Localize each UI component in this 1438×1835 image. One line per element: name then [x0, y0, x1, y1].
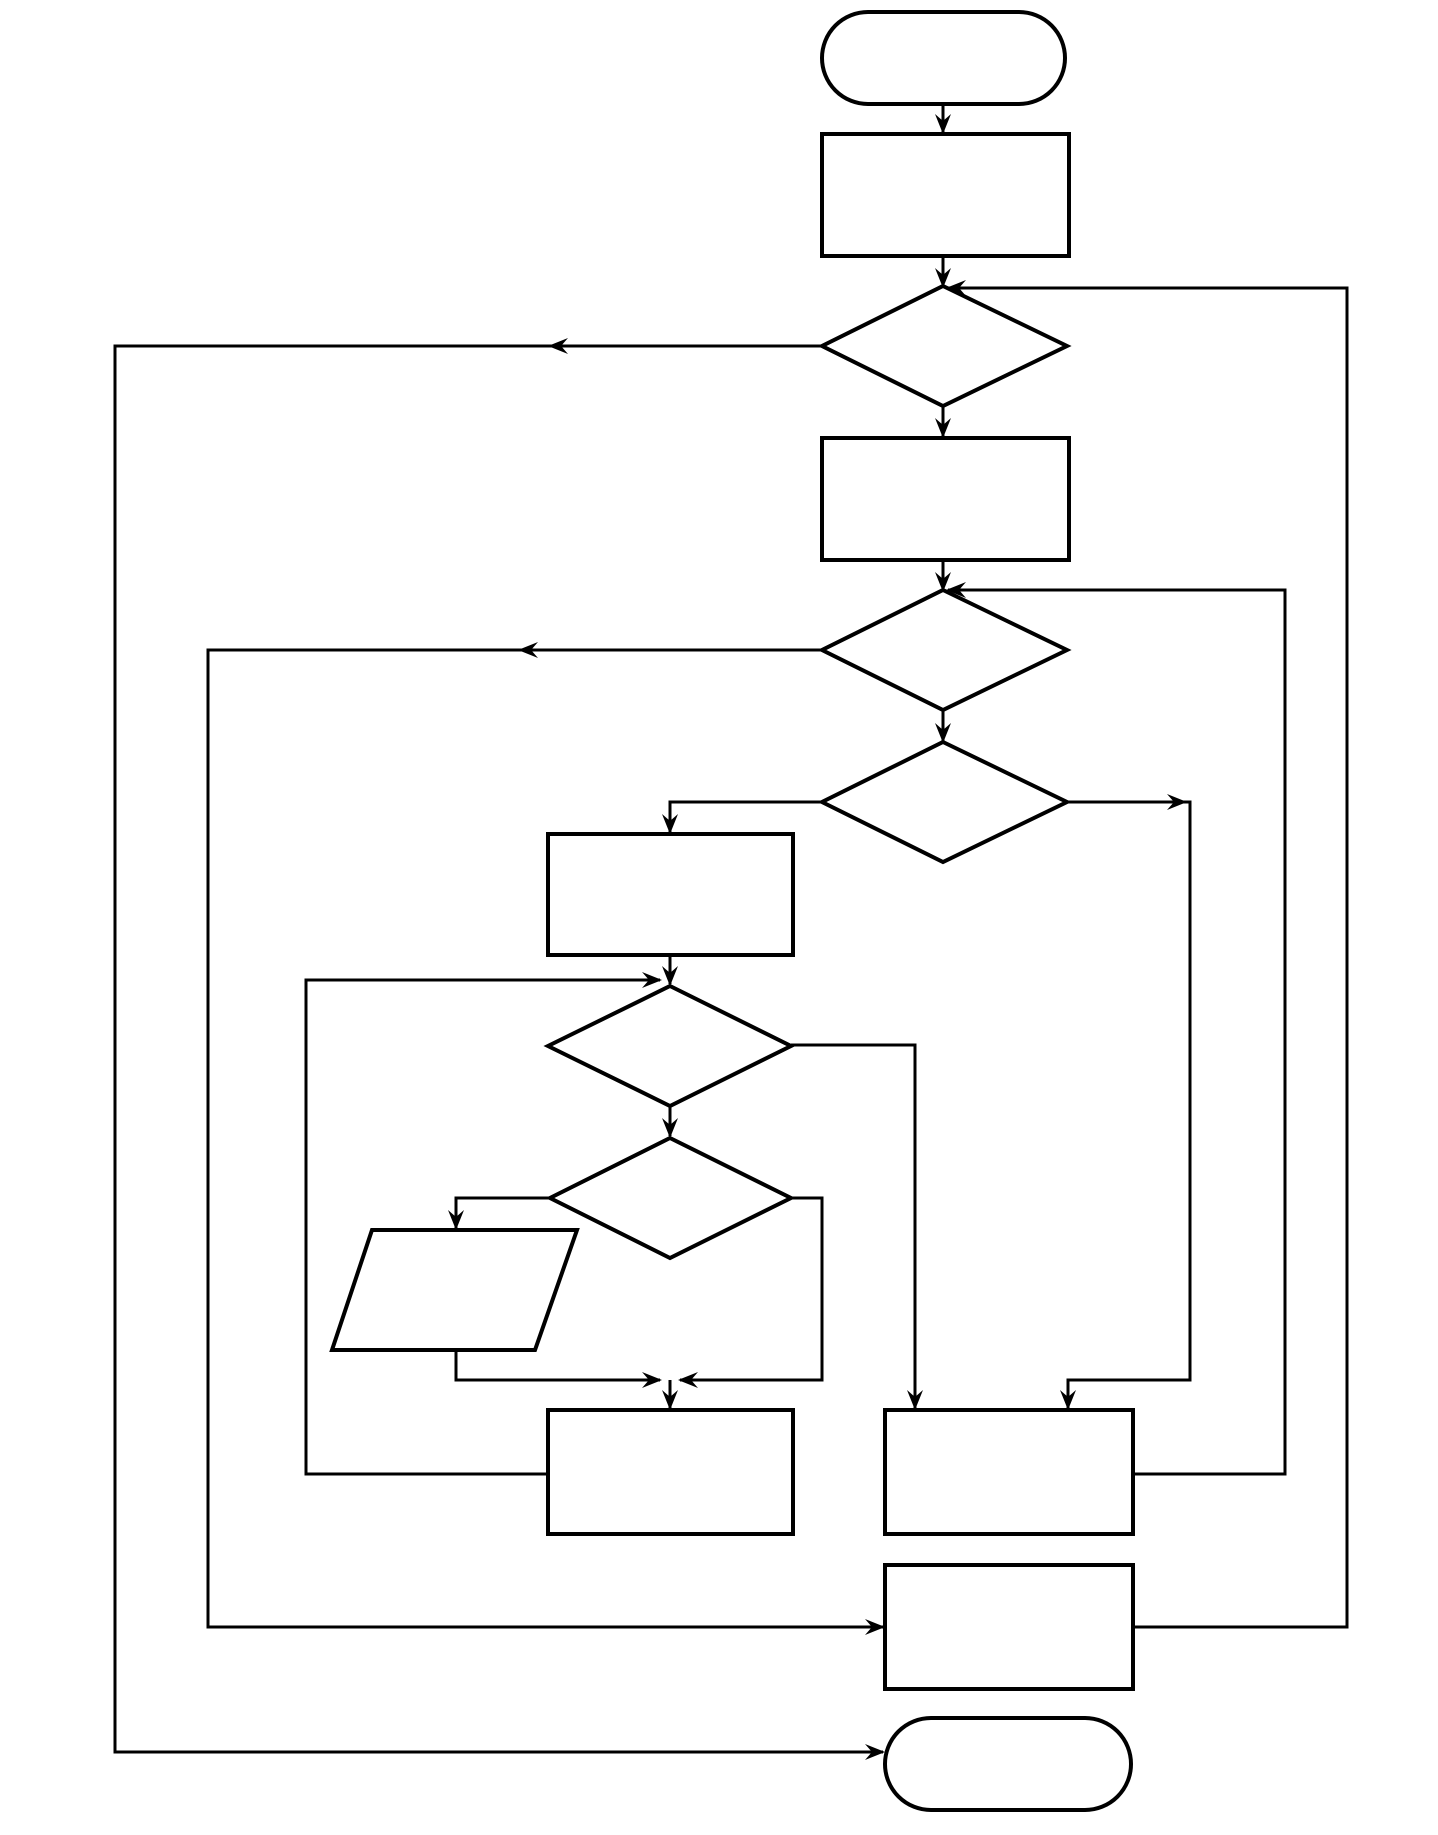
edge-decision-2-to-process-6 — [206, 648, 885, 1635]
edge-process-4-to-decision-4 — [304, 972, 662, 1476]
edge-decision-4-to-process-5 — [791, 1043, 923, 1410]
end-node — [883, 1716, 1133, 1812]
edge-decision-3-to-process-5 — [1060, 800, 1192, 1410]
decision-2-node — [817, 587, 1072, 713]
edge-process-6-to-decision-1 — [946, 280, 1349, 1629]
decision-5-node — [545, 1135, 796, 1261]
process-2-node — [820, 436, 1071, 562]
process-5-node — [883, 1408, 1135, 1536]
decision-3-node — [817, 739, 1072, 865]
decision-1-node — [817, 283, 1072, 409]
start-node — [820, 10, 1067, 106]
edge-decision-5-to-io-1 — [448, 1196, 550, 1230]
edges — [113, 104, 1349, 1760]
nodes — [329, 10, 1135, 1812]
process-1-node — [820, 132, 1071, 258]
process-6-node — [883, 1563, 1135, 1691]
process-3-node — [546, 832, 795, 957]
decision-4-node — [543, 983, 796, 1109]
process-4-node — [546, 1408, 795, 1536]
io-1-node — [329, 1228, 580, 1352]
edge-process-5-to-decision-2 — [946, 582, 1287, 1476]
edge-decision-1-to-end — [113, 344, 885, 1760]
edge-decision-5-to-merge — [678, 1196, 824, 1388]
edge-decision-3-to-process-3 — [662, 800, 822, 834]
edge-io-1-to-merge — [454, 1350, 662, 1388]
